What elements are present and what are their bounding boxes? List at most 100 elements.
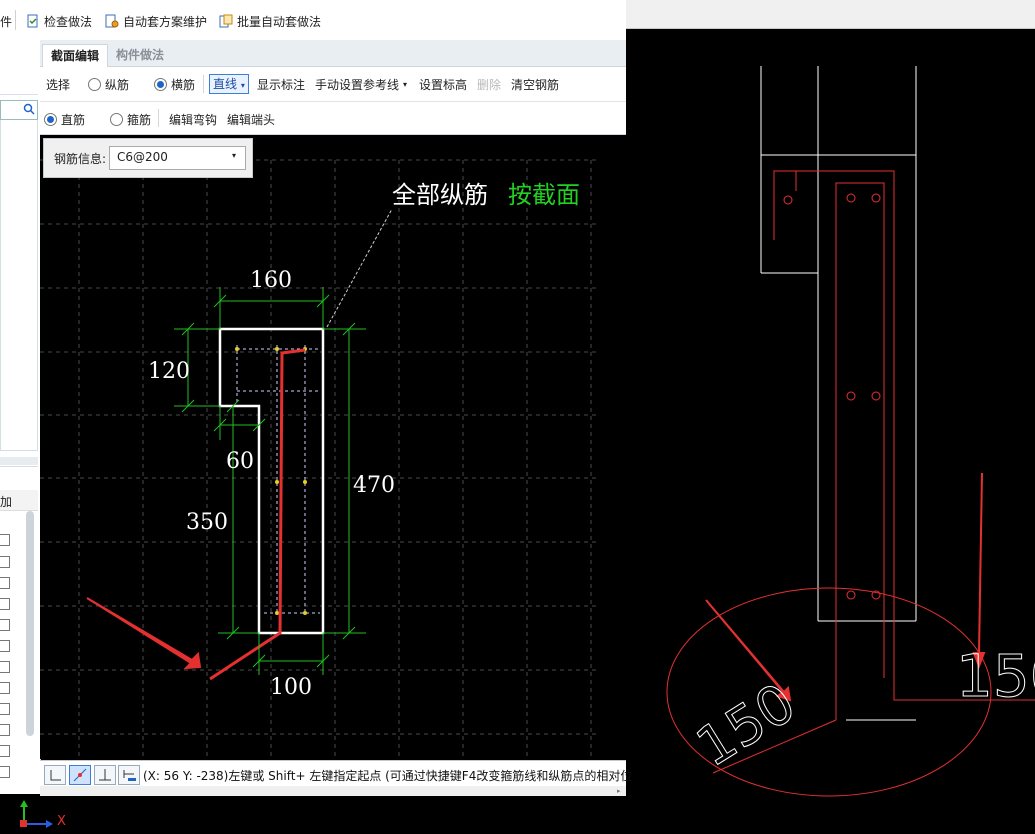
batch-auto-method-button[interactable]: 批量自动套做法 [219,11,321,31]
snap-mode-toggle[interactable] [69,765,91,785]
dim-top-text: 160 [250,268,292,293]
stirrup-radio-dot[interactable] [110,113,123,126]
cad-left-red-arrow [705,599,792,702]
annotation-leader [326,208,393,328]
section-drawing: 160 120 60 350 470 100 全部纵筋 按截面 [40,159,596,759]
row-checkbox[interactable] [0,766,10,778]
section-edit-canvas[interactable]: 160 120 60 350 470 100 全部纵筋 按截面 [40,135,626,759]
check-document-icon [27,14,38,28]
dim-right-text: 470 [353,473,395,498]
add-column-header: 加 [0,495,13,509]
perpendicular-icon [99,769,111,781]
status-bar: (X: 56 Y: -238)左键或 Shift+ 左键指定起点 (可通过快捷键… [40,760,632,787]
left-search-input[interactable] [0,100,38,120]
toolbar-separator [15,10,16,30]
row-checkbox[interactable] [0,724,10,736]
cad-view[interactable]: 150 150 [626,28,1035,834]
left-list-header: 加 [0,490,38,511]
tab-strip: 截面编辑 构件做法 [40,40,626,67]
longitudinal-radio-dot[interactable] [88,78,101,91]
edit-end-button[interactable]: 编辑端头 [227,111,275,128]
row-checkbox[interactable] [0,703,10,715]
ortho-mode-toggle[interactable] [44,765,66,785]
chevron-down-icon: ▾ [232,151,237,160]
horizontal-scrollbar[interactable]: ▸ [40,786,626,796]
line-type-label: 直线 [213,77,238,91]
annotation-suffix-text: 按截面 [508,181,580,209]
dimension-lines [174,287,366,675]
annotation-prefix-text: 全部纵筋 [392,181,488,209]
edit-toolbar-row1: 选择 纵筋 横筋 直线 ▾ 显示标注 手动设置参考线 ▾ 设置标高 删除 清空钢… [40,67,626,102]
straight-bar-label: 直筋 [61,113,86,127]
row-checkbox[interactable] [0,661,10,673]
batch-document-icon [219,14,233,28]
straight-bar-radio-dot[interactable] [44,113,57,126]
ortho-icon [50,770,61,781]
row-checkbox[interactable] [0,619,10,631]
cad-white-outline [760,66,917,721]
rebar-info-value: C6@200 [117,150,168,164]
clear-rebar-button[interactable]: 清空钢筋 [511,76,559,93]
stirrup-label: 箍筋 [127,113,152,127]
tab-section-edit[interactable]: 截面编辑 [42,44,109,67]
dim-step-text: 60 [226,449,254,474]
line-type-dropdown[interactable]: 直线 ▾ [209,74,249,94]
auto-scheme-maintain-button[interactable]: 自动套方案维护 [105,11,207,31]
row-checkbox[interactable] [0,745,10,757]
row-checkbox[interactable] [0,534,10,546]
check-method-button[interactable]: 检查做法 [26,11,92,31]
red-rebar-line [209,348,306,681]
dim-bottom-text: 100 [270,675,312,700]
axis-indicator [20,800,53,828]
scroll-right-icon[interactable]: ▸ [617,787,621,795]
dim-left-bottom-text: 350 [186,510,228,535]
stirrup-radio[interactable]: 箍筋 [110,111,151,128]
row-checkbox[interactable] [0,598,10,610]
toolbar-separator [203,75,204,93]
left-list-scrollbar[interactable] [26,511,34,736]
row-checkbox[interactable] [0,556,10,568]
row-checkbox[interactable] [0,682,10,694]
longitudinal-radio[interactable]: 纵筋 [88,76,129,93]
clear-rebar-label: 清空钢筋 [511,78,560,92]
left-splitter[interactable] [0,457,38,465]
edit-toolbar-row2: 直筋 箍筋 编辑弯钩 编辑端头 [40,102,626,135]
straight-bar-radio[interactable]: 直筋 [44,111,85,128]
gear-document-icon [105,14,119,28]
show-dimensions-label: 显示标注 [257,78,306,92]
partial-menu-label: 件 [0,14,13,29]
cad-dim-right-text: 150 [956,642,1035,710]
transverse-radio-label: 横筋 [171,78,196,92]
tab-component-method[interactable]: 构件做法 [108,44,172,66]
left-panel-header [0,66,38,95]
manual-refline-label: 手动设置参考线 [315,78,400,92]
rebar-info-select[interactable]: C6@200 ▾ [109,146,246,170]
auto-scheme-maintain-label: 自动套方案维护 [123,14,208,29]
longitudinal-radio-label: 纵筋 [105,78,130,92]
edit-end-label: 编辑端头 [227,113,276,127]
select-tool-label: 选择 [46,78,71,92]
perpendicular-toggle[interactable] [94,765,116,785]
row-checkbox[interactable] [0,640,10,652]
partial-menu-item[interactable]: 件 [0,11,12,31]
row-checkbox[interactable] [0,577,10,589]
tab-component-method-label: 构件做法 [116,48,165,62]
transverse-radio-dot[interactable] [154,78,167,91]
delete-button[interactable]: 删除 [477,76,501,93]
tab-section-edit-label: 截面编辑 [51,49,100,63]
chevron-down-icon: ▾ [403,80,408,89]
search-icon[interactable] [23,103,35,115]
left-list-toolbar [0,466,38,489]
status-message: (X: 56 Y: -238)左键或 Shift+ 左键指定起点 (可通过快捷键… [143,769,633,783]
x-axis-label: X [57,814,66,829]
select-tool-button[interactable]: 选择 [46,76,70,93]
edit-hook-button[interactable]: 编辑弯钩 [169,111,217,128]
reference-lines [236,345,320,615]
transverse-radio[interactable]: 横筋 [154,76,195,93]
rebar-info-label: 钢筋信息: [54,152,107,166]
set-elevation-button[interactable]: 设置标高 [419,76,467,93]
red-arrow [86,597,202,670]
manual-refline-dropdown[interactable]: 手动设置参考线 ▾ [315,76,407,93]
show-dimensions-button[interactable]: 显示标注 [257,76,305,93]
dimension-toggle[interactable] [118,765,140,785]
